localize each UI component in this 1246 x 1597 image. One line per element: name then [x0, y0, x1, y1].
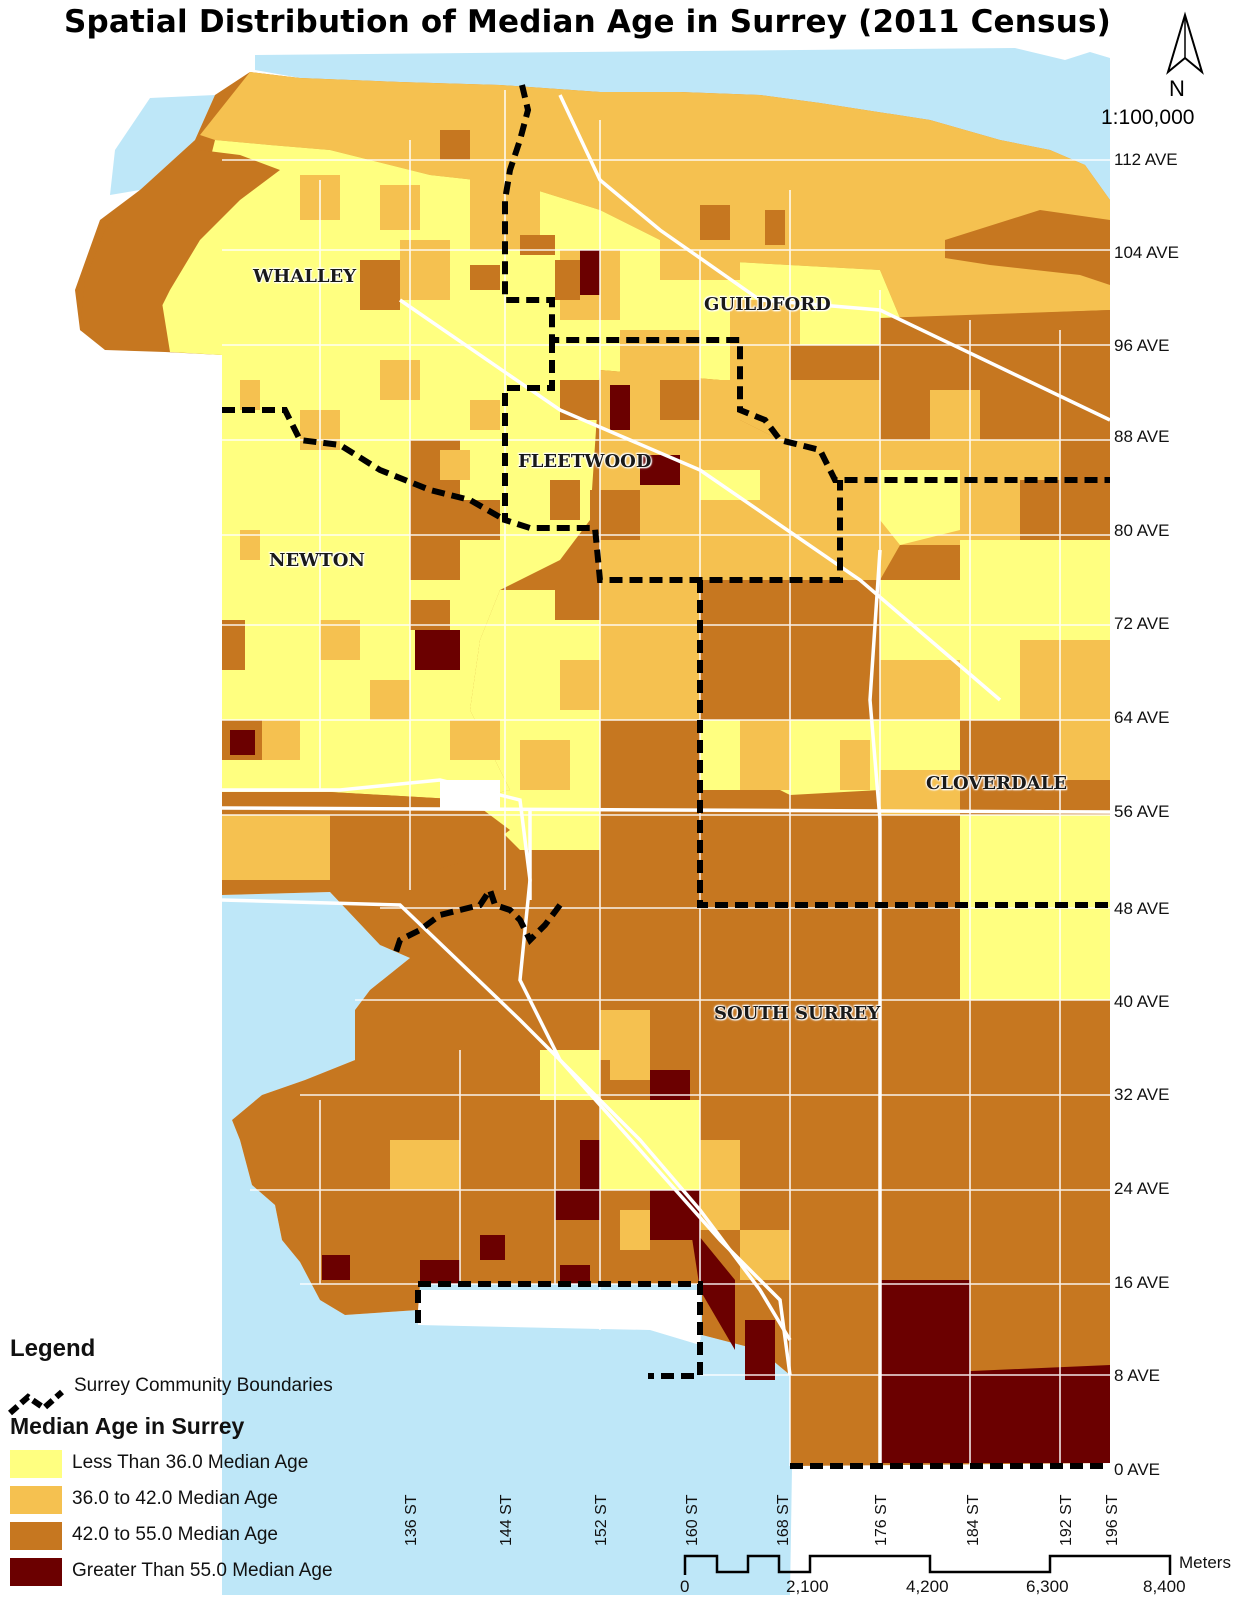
st-label: 176 ST — [873, 1494, 890, 1546]
scale-unit: Meters — [1179, 1553, 1231, 1572]
legend-swatch — [10, 1450, 62, 1478]
ave-label: 64 AVE — [1114, 708, 1170, 727]
boundary-legend-icon — [8, 1389, 64, 1416]
legend-swatch — [10, 1522, 62, 1550]
ave-label: 96 AVE — [1114, 336, 1170, 355]
st-label: 136 ST — [403, 1494, 420, 1546]
boundary-bay — [222, 892, 410, 1595]
st-label: 152 ST — [593, 1494, 610, 1546]
legend-label: 36.0 to 42.0 Median Age — [72, 1488, 278, 1509]
ave-label: 112 AVE — [1114, 150, 1178, 169]
scale-tick: 2,100 — [786, 1577, 829, 1596]
map-title: Spatial Distribution of Median Age in Su… — [64, 4, 1111, 40]
north-arrow-icon — [1166, 11, 1204, 75]
ave-label: 88 AVE — [1114, 427, 1170, 446]
community-boundaries — [222, 84, 1110, 1469]
legend-item: 36.0 to 42.0 Median Age — [10, 1484, 360, 1520]
legend: Legend Surrey Community Boundaries Media… — [10, 1335, 360, 1592]
community-label-guildford: GUILDFORD — [704, 294, 831, 315]
scale-bar — [683, 1554, 1172, 1575]
st-label: 160 ST — [684, 1494, 701, 1546]
scale-tick: 6,300 — [1026, 1577, 1069, 1596]
community-label-fleetwood: FLEETWOOD — [518, 451, 652, 472]
ave-label: 80 AVE — [1114, 521, 1170, 540]
legend-item: Less Than 36.0 Median Age — [10, 1448, 360, 1484]
legend-label: Greater Than 55.0 Median Age — [72, 1560, 333, 1581]
community-label-newton: NEWTON — [269, 550, 365, 571]
legend-boundary-label: Surrey Community Boundaries — [74, 1375, 333, 1396]
legend-label: 42.0 to 55.0 Median Age — [72, 1524, 278, 1545]
ave-label: 0 AVE — [1114, 1460, 1160, 1479]
st-label: 144 ST — [498, 1494, 515, 1546]
st-label: 192 ST — [1058, 1494, 1075, 1546]
fraser-river — [255, 48, 1110, 200]
legend-swatch — [10, 1486, 62, 1514]
ave-label: 104 AVE — [1114, 243, 1179, 262]
legend-item: 42.0 to 55.0 Median Age — [10, 1520, 360, 1556]
community-label-south-surrey: SOUTH SURREY — [714, 1003, 881, 1024]
legend-subtitle: Median Age in Surrey — [10, 1413, 245, 1439]
community-label-whalley: WHALLEY — [253, 266, 357, 287]
st-label: 168 ST — [775, 1494, 792, 1546]
ave-label: 32 AVE — [1114, 1085, 1170, 1104]
ave-label: 40 AVE — [1114, 992, 1170, 1011]
ave-label: 24 AVE — [1114, 1179, 1170, 1198]
legend-swatch — [10, 1558, 62, 1586]
legend-title: Legend — [10, 1335, 96, 1362]
scale-tick: 4,200 — [906, 1577, 949, 1596]
community-label-cloverdale: CLOVERDALE — [926, 773, 1067, 794]
scale-ratio: 1:100,000 — [1101, 106, 1195, 129]
ave-label: 72 AVE — [1114, 614, 1170, 633]
ave-label: 8 AVE — [1114, 1366, 1160, 1385]
legend-label: Less Than 36.0 Median Age — [72, 1452, 309, 1473]
ave-label: 48 AVE — [1114, 899, 1170, 918]
st-label: 196 ST — [1104, 1494, 1121, 1546]
st-label: 184 ST — [965, 1494, 982, 1546]
legend-item: Greater Than 55.0 Median Age — [10, 1556, 360, 1592]
scale-tick: 0 — [680, 1577, 690, 1596]
ave-label: 56 AVE — [1114, 802, 1170, 821]
ave-label: 16 AVE — [1114, 1273, 1170, 1292]
scale-tick: 8,400 — [1143, 1577, 1186, 1596]
north-letter: N — [1169, 76, 1185, 101]
